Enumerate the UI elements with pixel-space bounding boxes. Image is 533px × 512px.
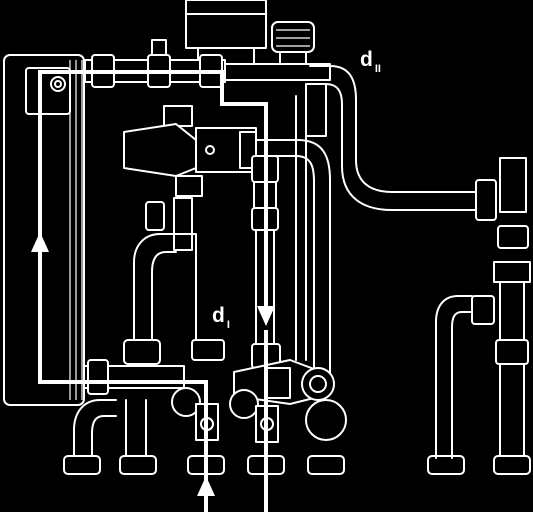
mixing-valve [123, 105, 257, 197]
primary-loop-pipe [255, 95, 331, 381]
right-valve-assembly [471, 157, 531, 457]
bottom-connections [63, 455, 531, 475]
label-d-lower-letter: d [212, 304, 225, 327]
flow-arrow-up-bottom [197, 476, 215, 496]
label-d-lower-subscript: I [226, 319, 230, 331]
ball-valve-left [171, 387, 219, 441]
flow-arrow-down-center [257, 306, 275, 326]
right-u-pipe [435, 295, 473, 459]
fitting-left [145, 201, 165, 231]
plate-heat-exchanger [3, 54, 85, 406]
label-d-upper-letter: d [360, 48, 373, 71]
fitting-center [173, 197, 193, 251]
air-vent [271, 21, 315, 71]
flow-path [38, 70, 268, 512]
circulation-pump [233, 359, 347, 441]
label-d-upper-subscript: II [374, 63, 381, 75]
left-bypass-pipe [123, 233, 197, 365]
flow-arrow-up-left [31, 232, 49, 252]
pump-motor-top [185, 0, 267, 69]
secondary-return-pipe [305, 65, 481, 211]
bottom-left-u-pipe [73, 399, 147, 459]
